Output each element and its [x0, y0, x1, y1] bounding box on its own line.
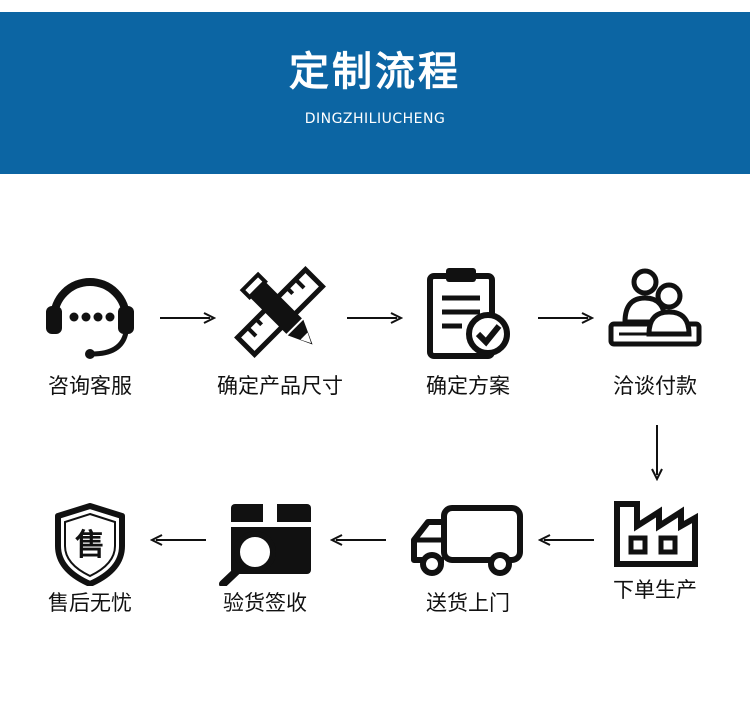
step-label: 验货签收 [223, 591, 307, 615]
step-inspect-sign: 验货签收 [180, 500, 350, 620]
page-subtitle: DINGZHILIUCHENG [304, 111, 446, 127]
delivery-truck-icon [411, 505, 523, 576]
pencil-ruler-icon [234, 266, 326, 358]
step-label: 确定产品尺寸 [217, 374, 343, 398]
arrow-right-icon [347, 312, 403, 324]
arrow-left-icon [150, 534, 206, 546]
step-label: 确定方案 [426, 374, 510, 398]
arrow-right-icon [160, 312, 216, 324]
step-label: 售后无忧 [48, 591, 132, 615]
step-consult-service: 咨询客服 [5, 262, 175, 402]
headset-icon [46, 278, 134, 359]
arrow-left-icon [330, 534, 386, 546]
clipboard-check-icon [427, 268, 510, 359]
after-sales-shield-icon: 售 [55, 503, 125, 586]
arrow-down-icon [651, 425, 663, 481]
arrow-left-icon [538, 534, 594, 546]
step-label: 洽谈付款 [613, 374, 697, 398]
page-title: 定制流程 [289, 49, 461, 95]
top-strip [0, 0, 750, 12]
step-label: 送货上门 [426, 591, 510, 615]
step-home-delivery: 送货上门 [383, 500, 553, 620]
arrow-right-icon [538, 312, 594, 324]
step-confirm-plan: 确定方案 [383, 262, 553, 402]
factory-icon [614, 501, 698, 567]
step-confirm-size: 确定产品尺寸 [195, 262, 365, 402]
step-label: 下单生产 [613, 578, 697, 602]
step-label: 咨询客服 [48, 374, 132, 398]
header-banner: 定制流程 DINGZHILIUCHENG [0, 12, 750, 174]
step-negotiate-payment: 洽谈付款 [570, 262, 740, 402]
step-order-production: 下单生产 [570, 490, 740, 610]
meeting-people-icon [608, 268, 702, 347]
box-inspect-icon [219, 504, 311, 586]
shield-glyph: 售 [75, 528, 105, 563]
step-after-sales: 售 售后无忧 [5, 500, 175, 620]
